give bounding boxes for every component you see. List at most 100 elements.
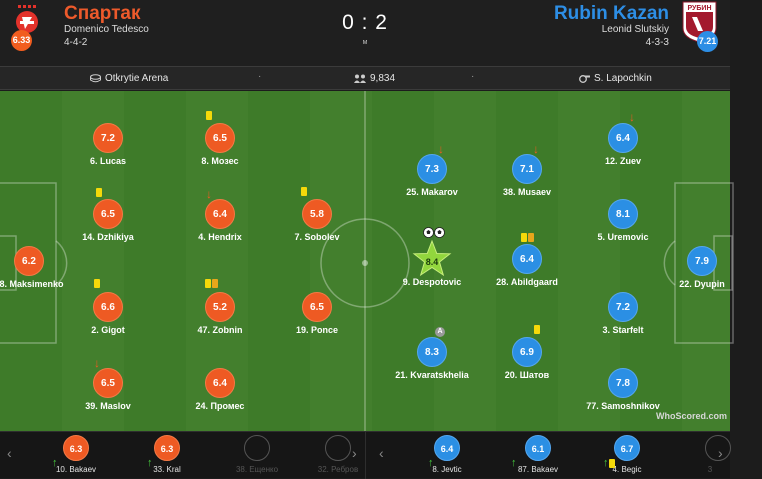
player-rating: 6.5: [93, 368, 123, 398]
sub-in-arrow-icon: ↑: [511, 457, 517, 469]
away-player[interactable]: 7.3 25. Makarov ↓: [406, 143, 458, 197]
referee-name: S. Lapochkin: [594, 73, 652, 84]
assist-icon: A: [435, 327, 445, 337]
player-name: 47. Zobnin: [197, 325, 243, 335]
player-rating: 7.8: [608, 368, 638, 398]
player-name: 4. Hendrix: [198, 232, 242, 242]
stadium-info: Otkrytie Arena: [90, 73, 168, 84]
home-sub[interactable]: 6.3 10. Bakaev ↑: [52, 435, 96, 474]
sub-in-arrow-icon: ↑: [428, 457, 434, 469]
away-formation: 4-3-3: [645, 37, 669, 48]
home-player[interactable]: 6.5 39. Maslov ↓: [85, 357, 131, 411]
player-rating: 6.2: [14, 246, 44, 276]
player-rating: 6.5: [93, 199, 123, 229]
away-sub[interactable]: 3: [705, 435, 731, 474]
away-player[interactable]: 6.9 20. Шатов: [505, 325, 549, 380]
away-player[interactable]: 7.9 22. Dyupin: [679, 246, 725, 289]
player-rating: 6.4: [434, 435, 460, 461]
player-name: 2. Gigot: [91, 325, 125, 335]
away-player[interactable]: 7.1 38. Musaev ↓: [503, 143, 551, 197]
player-name: 38. Musaev: [502, 187, 552, 197]
home-player[interactable]: 6.4 24. Промес: [196, 368, 244, 411]
player-rating: 5.8: [302, 199, 332, 229]
player-rating: [705, 435, 731, 461]
away-sub[interactable]: 6.1 87. Bakaev ↑: [511, 435, 558, 474]
player-name: 3. Starfelt: [602, 325, 644, 335]
player-rating: [325, 435, 351, 461]
home-player[interactable]: 6.5 19. Ponce: [296, 292, 338, 335]
player-rating: 6.3: [63, 435, 89, 461]
player-rating: 7.2: [608, 292, 638, 322]
away-player[interactable]: 6.4 12. Zuev ↓: [605, 111, 641, 166]
player-rating: 7.1: [512, 154, 542, 184]
home-sub[interactable]: 6.3 33. Kral ↑: [147, 435, 181, 474]
away-player[interactable]: 7.8 77. Samoshnikov: [586, 368, 660, 411]
home-player[interactable]: 5.2 47. Zobnin: [198, 279, 243, 335]
sub-out-arrow-icon: ↓: [533, 142, 539, 156]
away-player[interactable]: 7.2 3. Starfelt: [602, 292, 644, 335]
away-team-rating: 7.21: [697, 31, 718, 52]
player-rating: 6.3: [154, 435, 180, 461]
player-name: 22. Dyupin: [679, 279, 725, 289]
home-player[interactable]: 7.2 6. Lucas: [90, 123, 126, 166]
yellow-card-icon: [96, 188, 102, 197]
player-rating: 6.4: [512, 244, 542, 274]
sub-in-arrow-icon: ↑: [603, 457, 609, 469]
home-player[interactable]: 6.5 14. Dzhikiya: [82, 188, 134, 242]
player-name: 21. Kvaratskhelia: [395, 370, 469, 380]
attendance-value: 9,834: [370, 73, 396, 84]
yellow-card-icon: [301, 187, 307, 196]
player-name: 39. Maslov: [85, 401, 131, 411]
player-rating: 7.2: [93, 123, 123, 153]
home-player[interactable]: 6.4 4. Hendrix ↓: [198, 188, 242, 242]
home-team-rating: 6.33: [11, 30, 32, 51]
home-team-name[interactable]: Спартак: [64, 3, 141, 24]
away-player[interactable]: 6.4 28. Abildgaard: [496, 233, 558, 287]
away-player[interactable]: 8.3 21. Kvaratskhelia A: [395, 327, 469, 380]
match-info-bar: Otkrytie Arena · 9,834 · S. Lapochkin: [0, 66, 730, 90]
player-rating: 7.9: [687, 246, 717, 276]
pitch: 6.2 98. Maksimenko 6.5 14. Dzhikiya 6.6 …: [0, 91, 734, 431]
bench-prev-button[interactable]: ‹: [379, 445, 384, 461]
bench-prev-button[interactable]: ‹: [7, 445, 12, 461]
away-manager: Leonid Slutskiy: [601, 24, 669, 35]
info-separator: ·: [471, 71, 475, 82]
home-player[interactable]: 6.5 8. Мозес: [201, 111, 239, 166]
player-name: 9. Despotovic: [402, 277, 462, 287]
whoscored-watermark: WhoScored.com: [656, 411, 728, 421]
home-player[interactable]: 5.8 7. Sobolev: [294, 187, 340, 242]
second-yellow-card-icon: [212, 279, 218, 288]
away-sub[interactable]: 6.4 8. Jevtic ↑: [428, 435, 462, 474]
player-name: 19. Ponce: [295, 325, 339, 335]
yellow-card-icon: [205, 279, 211, 288]
player-rating: 6.5: [302, 292, 332, 322]
away-player[interactable]: 8.4 9. Despotovic: [403, 227, 461, 287]
substitutes-bench: ‹ › ‹ › 6.3 10. Bakaev ↑ 6.3 33. Kral ↑ …: [0, 431, 731, 479]
yellow-card-icon: [206, 111, 212, 120]
player-name: 12. Zuev: [604, 156, 642, 166]
match-score: 0 : 2: [342, 11, 388, 34]
sub-out-arrow-icon: ↓: [629, 110, 635, 124]
player-name: 20. Шатов: [504, 370, 550, 380]
player-name: 24. Промес: [195, 401, 245, 411]
away-player[interactable]: 8.1 5. Uremovic: [597, 199, 649, 242]
home-player[interactable]: 6.6 2. Gigot: [91, 279, 125, 335]
yellow-card-icon: [521, 233, 527, 242]
whistle-icon: [579, 75, 590, 83]
player-name: 25. Makarov: [406, 187, 458, 197]
goal-ball-icon: [434, 227, 445, 238]
player-rating: 6.1: [525, 435, 551, 461]
away-team-name[interactable]: Rubin Kazan: [553, 3, 669, 24]
player-name: 98. Maksimenko: [0, 279, 64, 289]
man-of-the-match-star-icon: [412, 239, 452, 277]
player-rating: 8.3: [417, 337, 447, 367]
home-sub[interactable]: 32. Ребров: [318, 435, 358, 474]
away-sub[interactable]: 6.7 4. Begic ↑: [603, 435, 641, 474]
player-name: 5. Uremovic: [597, 232, 649, 242]
bench-next-button[interactable]: ›: [352, 445, 357, 461]
home-player[interactable]: 6.2 98. Maksimenko: [0, 246, 64, 289]
attendance-icon: [354, 74, 366, 83]
player-rating: 6.6: [93, 292, 123, 322]
home-sub[interactable]: 38. Ещенко: [236, 435, 278, 474]
player-name: 7. Sobolev: [294, 232, 340, 242]
